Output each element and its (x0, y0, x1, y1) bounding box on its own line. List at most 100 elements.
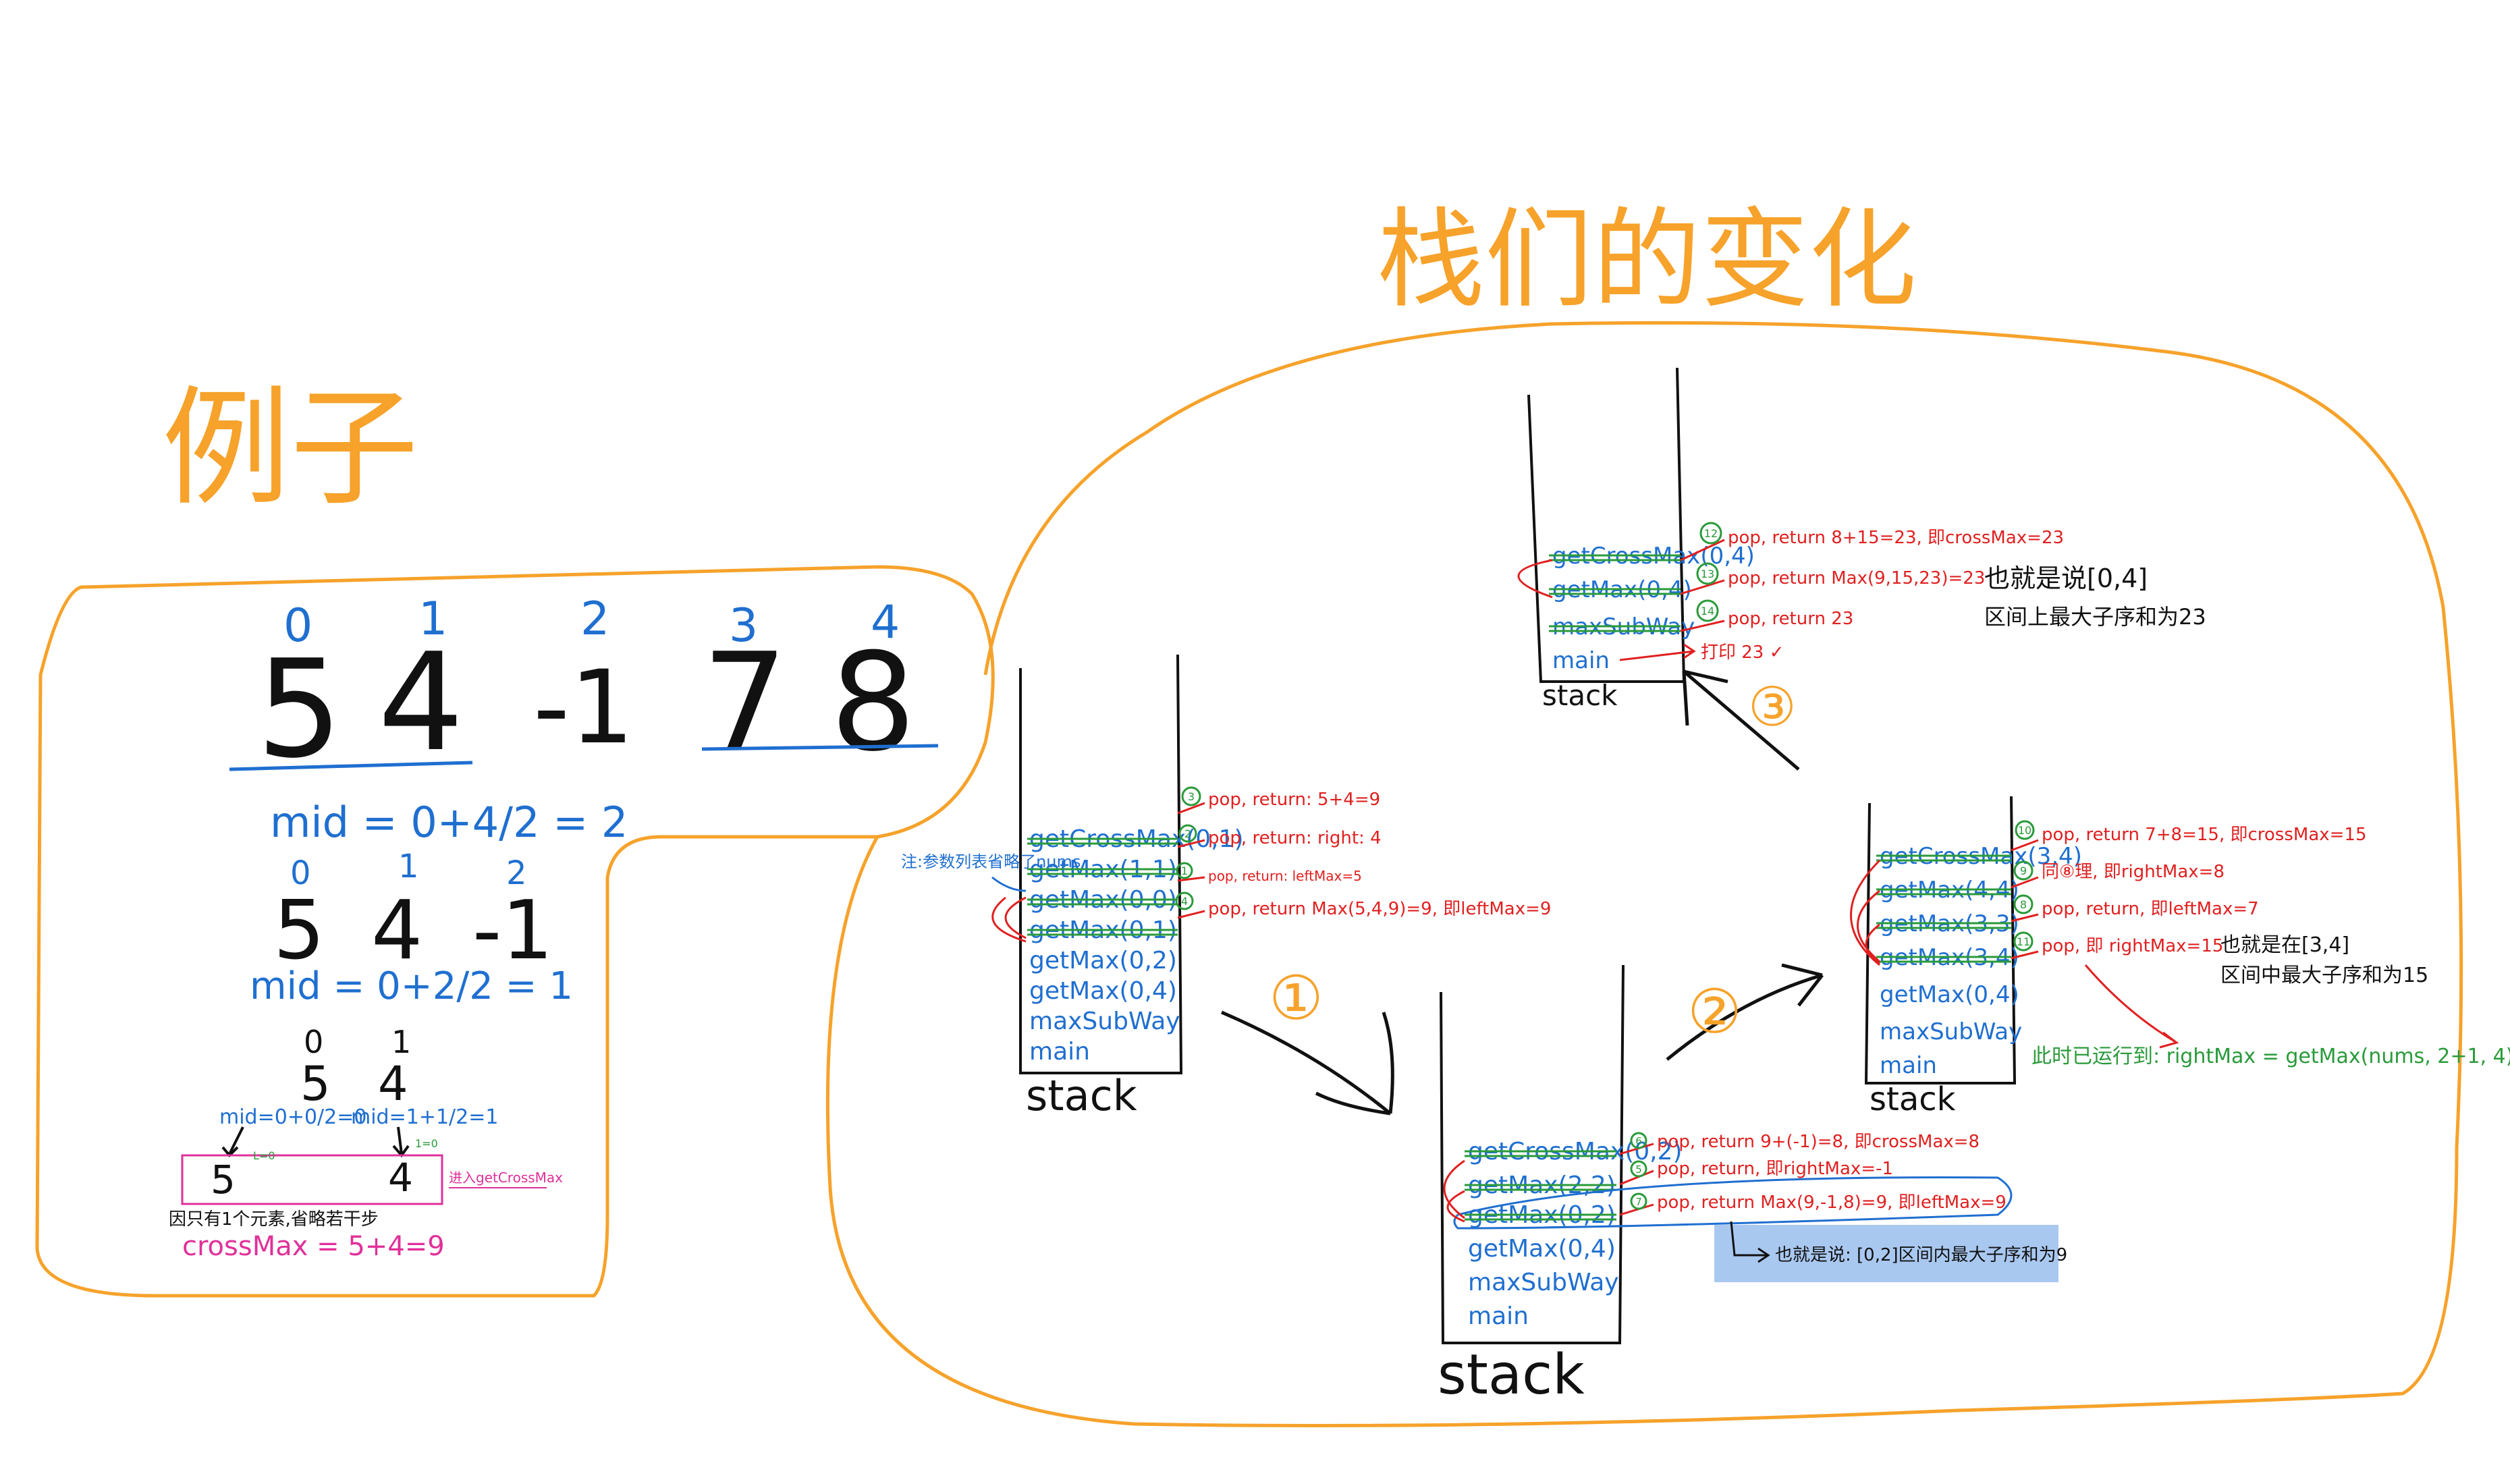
mid-formula-1: mid = 0+4/2 = 2 (270, 798, 628, 847)
index-1: 1 (418, 593, 447, 646)
stack-4-pop-0: pop, return 8+15=23, 即crossMax=23 (1728, 528, 2064, 548)
sub-num-2: -1 (472, 884, 553, 978)
cross-max-result: crossMax = 5+4=9 (182, 1231, 445, 1262)
stack-2-highlight-arrow (1730, 1221, 1770, 1263)
num-0: 5 (256, 631, 342, 788)
stack-1-pop-arrows (1177, 802, 1205, 919)
stack-4-side-note-a: 也就是说[0,4] (1984, 564, 2148, 593)
stack-2-pop-badges (1630, 1132, 1647, 1210)
stack-4: stack getCrossMax(0,4) getMax(0,4) maxSu… (1517, 367, 2206, 712)
example-region-outline (35, 565, 995, 1298)
stack-3-badge-2: 8 (2020, 898, 2027, 911)
stack-3-frame-4: getMax(0,4) (1880, 981, 2019, 1008)
stack-1-side-note: 注:参数列表省略了nums (901, 852, 1081, 871)
stack-2-highlight-box (1714, 1225, 2058, 1282)
stack-4-main-arrow (1619, 643, 1696, 661)
mid-formula-3b: mid=1+1/2=1 (351, 1105, 498, 1129)
stack-1-frame-7: main (1029, 1038, 1090, 1066)
stack-1-pop-0: pop, return: 5+4=9 (1208, 790, 1380, 810)
stack-1-badge-3: 4 (1181, 895, 1188, 908)
arrow-1-label: ① (1269, 963, 1324, 1034)
stack-3-badge-0: 10 (2018, 824, 2031, 837)
stack-3-return-arrows (1850, 859, 1881, 966)
stack-2-pop-1: pop, return, 即rightMax=-1 (1657, 1159, 1893, 1179)
stack-1-frame-6: maxSubWay (1029, 1008, 1180, 1035)
stack-2-highlight-note: 也就是说: [0,2]区间内最大子序和为9 (1775, 1245, 2067, 1265)
index-4: 4 (871, 596, 900, 649)
stack-1-badge-1: 2 (1184, 827, 1191, 840)
stack-3-bottom-note: 此时已运行到: rightMax = getMax(nums, 2+1, 4) (2031, 1045, 2510, 1068)
stack-3-pop-1: 同⑧理, 即rightMax=8 (2042, 862, 2225, 882)
stack-3-label: stack (1870, 1080, 1956, 1118)
cross-box (181, 1154, 443, 1205)
stack-2-label: stack (1438, 1343, 1585, 1407)
stack-3-badge-1: 9 (2020, 864, 2027, 877)
index-3: 3 (729, 599, 758, 653)
stack-4-print-note: 打印 23 ✓ (1701, 642, 1784, 663)
stack-changes-title: 栈们的变化 (1377, 196, 1917, 323)
index-0: 0 (283, 599, 312, 653)
right-tag: 1=0 (415, 1137, 438, 1150)
stack-4-pop-arrows (1680, 539, 1725, 632)
stack-1-badge-2: 1 (1181, 864, 1188, 877)
stack-3-pop-2: pop, return, 即leftMax=7 (2042, 899, 2259, 919)
stack-2-pop-0: pop, return 9+(-1)=8, 即crossMax=8 (1657, 1132, 1980, 1152)
small-note: 因只有1个元素,省略若干步 (169, 1209, 379, 1230)
stack-region-outline (825, 321, 2463, 1427)
sub2-num-0: 5 (300, 1056, 331, 1111)
sub-index-2: 2 (506, 854, 527, 892)
stack-3-badge-3: 11 (2017, 935, 2030, 948)
stack-3-pop-arrows (2011, 839, 2039, 960)
stack-4-badge-1: 13 (1701, 568, 1714, 580)
stack-2-pop-arrows (1619, 1143, 1654, 1216)
sub2-num-1: 4 (378, 1056, 408, 1111)
arrow-down-left (221, 1126, 244, 1157)
stack-3-pop-0: pop, return 7+8=15, 即crossMax=15 (2042, 825, 2367, 845)
stack-1-badge-0: 3 (1188, 790, 1195, 803)
stack-1-pop-3: pop, return Max(5,4,9)=9, 即leftMax=9 (1208, 899, 1551, 919)
sub-index-row: 0 1 2 (290, 848, 527, 892)
stack-4-frame-3: main (1552, 647, 1610, 674)
sub-num-0: 5 (273, 884, 325, 978)
left-tag: L=0 (253, 1149, 275, 1162)
index-row: 0 1 2 3 4 (283, 593, 900, 653)
stack-2-frame-4: maxSubWay (1468, 1269, 1619, 1296)
arrow-down-right (392, 1126, 410, 1158)
index-2: 2 (580, 593, 609, 646)
num-1: 4 (378, 624, 464, 781)
stack-1-pop-2: pop, return: leftMax=5 (1208, 868, 1362, 884)
sub2-index-0: 0 (304, 1024, 323, 1060)
stack-2-frame-3: getMax(0,4) (1468, 1235, 1616, 1263)
stack-2-strikethroughs (1465, 1150, 1616, 1221)
stack-4-strikethroughs (1549, 554, 1681, 632)
stack-3-side-note-a: 也就是在[3,4] (2220, 933, 2349, 957)
stack-3-frame-5: maxSubWay (1880, 1018, 2022, 1045)
stack-3-pop-3: pop, 即 rightMax=15 (2042, 936, 2223, 956)
stack-4-badge-0: 12 (1704, 527, 1718, 540)
mid-formula-3a: mid=0+0/2=0 (219, 1105, 366, 1129)
example-title: 例子 (162, 374, 418, 523)
stack-2-badge-2: 7 (1635, 1196, 1642, 1208)
cross-box-left: 5 (211, 1157, 236, 1203)
stack-1: stack getCrossMax(0,1) getMax(1,1) getMa… (901, 654, 1551, 1120)
stack-3-strikethroughs (1876, 854, 2011, 963)
sub2-index-1: 1 (391, 1024, 411, 1060)
stack-3-frame-6: main (1880, 1052, 1937, 1079)
sub2-nums-row: 5 4 (300, 1056, 408, 1111)
sub-num-1: 4 (371, 884, 422, 978)
sub2-index-row: 0 1 (304, 1024, 411, 1060)
stack-4-badge-2: 14 (1701, 605, 1714, 617)
stack-2-return-arrows (1443, 1159, 1465, 1223)
stack-4-label: stack (1542, 679, 1618, 712)
arrow-1 (1221, 1010, 1394, 1116)
sub-nums-row: 5 4 -1 (273, 884, 553, 978)
stack-1-pop-1: pop, return: right: 4 (1208, 828, 1382, 848)
stack-4-side-note-b: 区间上最大子序和为23 (1984, 604, 2206, 630)
arrow-2 (1666, 963, 1824, 1061)
stack-2: stack getCrossMax(0,2) getMax(2,2) getMa… (1438, 964, 2067, 1407)
underline-right-half (701, 744, 939, 751)
num-2: -1 (533, 649, 634, 767)
stack-2-pop-2: pop, return Max(9,-1,8)=9, 即leftMax=9 (1657, 1192, 2007, 1213)
